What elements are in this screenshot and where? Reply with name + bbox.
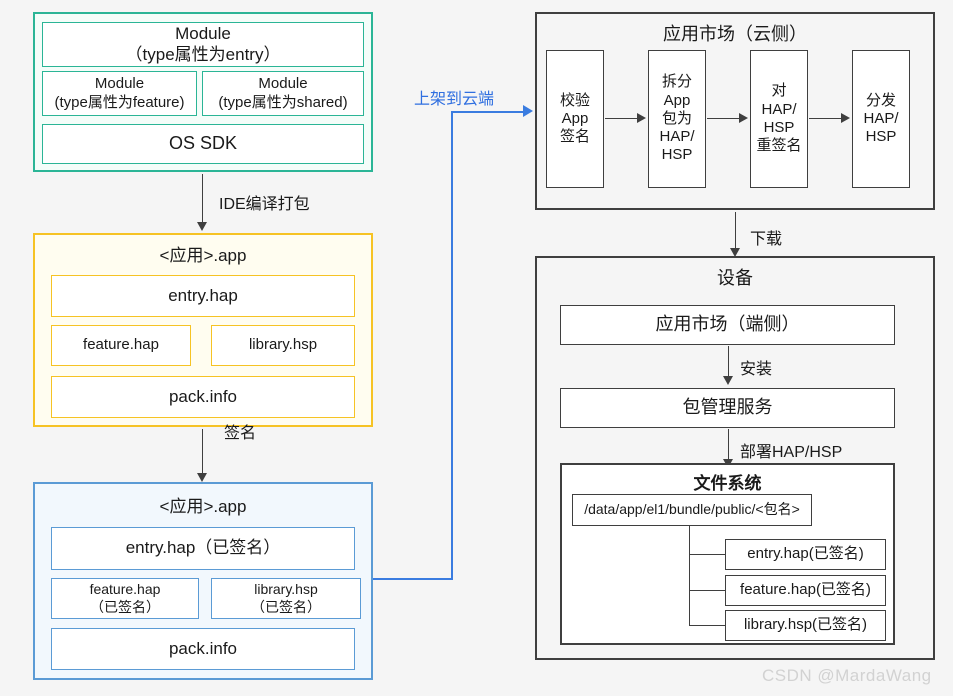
package-manager-box[interactable]: 包管理服务: [560, 388, 895, 428]
edge-download-line: [735, 212, 736, 250]
signed-pack-info-box[interactable]: pack.info: [51, 628, 355, 670]
filesystem-root-path-box[interactable]: /data/app/el1/bundle/public/<包名>: [572, 494, 812, 526]
entry-hap-box[interactable]: entry.hap: [51, 275, 355, 317]
cross-edge-arrowhead: [523, 105, 533, 117]
signed-entry-hap-box[interactable]: entry.hap（已签名）: [51, 527, 355, 570]
cloud-step-connector-1: [605, 118, 639, 119]
cross-edge-segment-top: [451, 111, 525, 113]
cloud-step-connector-3: [809, 118, 843, 119]
signed-app-title: <应用>.app: [159, 497, 247, 516]
cloud-step-split-box[interactable]: 拆分 App 包为 HAP/ HSP: [648, 50, 706, 188]
cloud-step-connector-2: [707, 118, 741, 119]
filesystem-library-hsp-box[interactable]: library.hsp(已签名): [725, 610, 886, 641]
feature-hap-box[interactable]: feature.hap: [51, 325, 191, 366]
filesystem-tree-branch-1: [689, 554, 725, 555]
filesystem-tree-branch-2: [689, 590, 725, 591]
edge-deploy-label: 部署HAP/HSP: [740, 444, 843, 461]
edge-compile-arrowhead: [197, 222, 207, 231]
edge-deploy-line: [728, 429, 729, 461]
filesystem-title: 文件系统: [693, 474, 762, 493]
cloud-market-title: 应用市场（云侧）: [663, 24, 807, 44]
signed-feature-hap-box[interactable]: feature.hap （已签名）: [51, 578, 199, 619]
cross-edge-segment-vertical: [451, 111, 453, 580]
edge-download-arrowhead: [730, 248, 740, 257]
cloud-step-arrow-2: [739, 113, 748, 123]
edge-compile-label: IDE编译打包: [219, 196, 310, 213]
cloud-step-arrow-3: [841, 113, 850, 123]
edge-sign-arrowhead: [197, 473, 207, 482]
cross-edge-segment-bottom: [373, 578, 452, 580]
edge-sign-line: [202, 429, 203, 475]
cloud-step-distribute-box[interactable]: 分发 HAP/ HSP: [852, 50, 910, 188]
cloud-step-verify-box[interactable]: 校验 App 签名: [546, 50, 604, 188]
pack-info-box[interactable]: pack.info: [51, 376, 355, 418]
filesystem-entry-hap-box[interactable]: entry.hap(已签名): [725, 539, 886, 570]
filesystem-tree-trunk: [689, 526, 690, 626]
cross-edge-label: 上架到云端: [414, 91, 495, 108]
edge-install-arrowhead: [723, 376, 733, 385]
cloud-step-resign-box[interactable]: 对 HAP/ HSP 重签名: [750, 50, 808, 188]
filesystem-feature-hap-box[interactable]: feature.hap(已签名): [725, 575, 886, 606]
csdn-watermark: CSDN @MardaWang: [762, 666, 932, 685]
module-shared-box[interactable]: Module (type属性为shared): [202, 71, 364, 116]
edge-install-line: [728, 346, 729, 378]
os-sdk-box[interactable]: OS SDK: [42, 124, 364, 164]
cloud-step-arrow-1: [637, 113, 646, 123]
module-entry-box[interactable]: Module （type属性为entry）: [42, 22, 364, 67]
edge-compile-line: [202, 174, 203, 224]
signed-library-hsp-box[interactable]: library.hsp （已签名）: [211, 578, 361, 619]
module-feature-box[interactable]: Module (type属性为feature): [42, 71, 197, 116]
edge-download-label: 下载: [750, 231, 783, 248]
edge-sign-label: 签名: [224, 425, 257, 442]
edge-install-label: 安装: [740, 361, 773, 378]
device-app-store-box[interactable]: 应用市场（端侧）: [560, 305, 895, 345]
app-package-title: <应用>.app: [159, 246, 247, 265]
filesystem-tree-branch-3: [689, 625, 725, 626]
library-hsp-box[interactable]: library.hsp: [211, 325, 355, 366]
device-title: 设备: [717, 268, 753, 288]
